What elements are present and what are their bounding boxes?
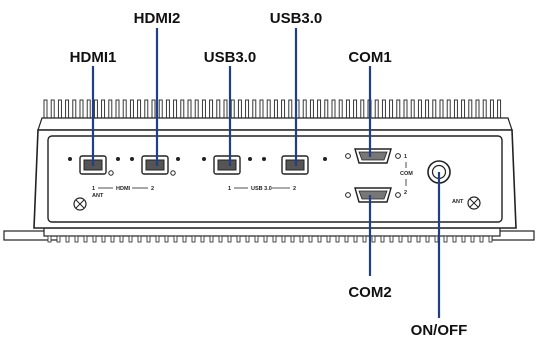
leader-lines — [91, 28, 441, 318]
callout-hdmi2: HDMI2 — [134, 10, 181, 27]
callout-usb-right: USB3.0 — [270, 10, 323, 27]
hdmi-panel-label: HDMI — [116, 186, 131, 192]
callout-hdmi1: HDMI1 — [70, 49, 117, 66]
panel-screw-dots — [68, 157, 327, 161]
callout-com2: COM2 — [348, 284, 391, 301]
usb-panel-label: USB 3.0 — [251, 186, 272, 192]
usb-port-1 — [213, 155, 241, 175]
com-panel-label: COM — [400, 171, 413, 177]
base-rail — [43, 227, 501, 237]
callout-usb-left: USB3.0 — [204, 49, 257, 66]
hdmi-number-2: 2 — [151, 186, 154, 192]
com-port-2 — [345, 187, 401, 203]
antenna-label-left: ANT — [92, 193, 104, 199]
chassis-top-band — [37, 117, 513, 131]
antenna-connector-right — [467, 196, 481, 210]
antenna-label-right: ANT — [452, 199, 464, 205]
hdmi-port-2 — [141, 155, 176, 176]
base-rail-teeth — [47, 235, 493, 243]
usb-number-2: 2 — [293, 186, 296, 192]
antenna-connector-left — [73, 197, 87, 211]
com-number-2: 2 — [404, 190, 407, 196]
usb-number-1: 1 — [228, 186, 231, 192]
heatsink-fins — [43, 99, 502, 119]
callout-com1: COM1 — [348, 49, 391, 66]
callout-power: ON/OFF — [411, 322, 468, 339]
com-number-1: 1 — [404, 154, 407, 160]
com-port-1 — [345, 148, 401, 164]
hdmi-number-1: 1 — [92, 186, 95, 192]
